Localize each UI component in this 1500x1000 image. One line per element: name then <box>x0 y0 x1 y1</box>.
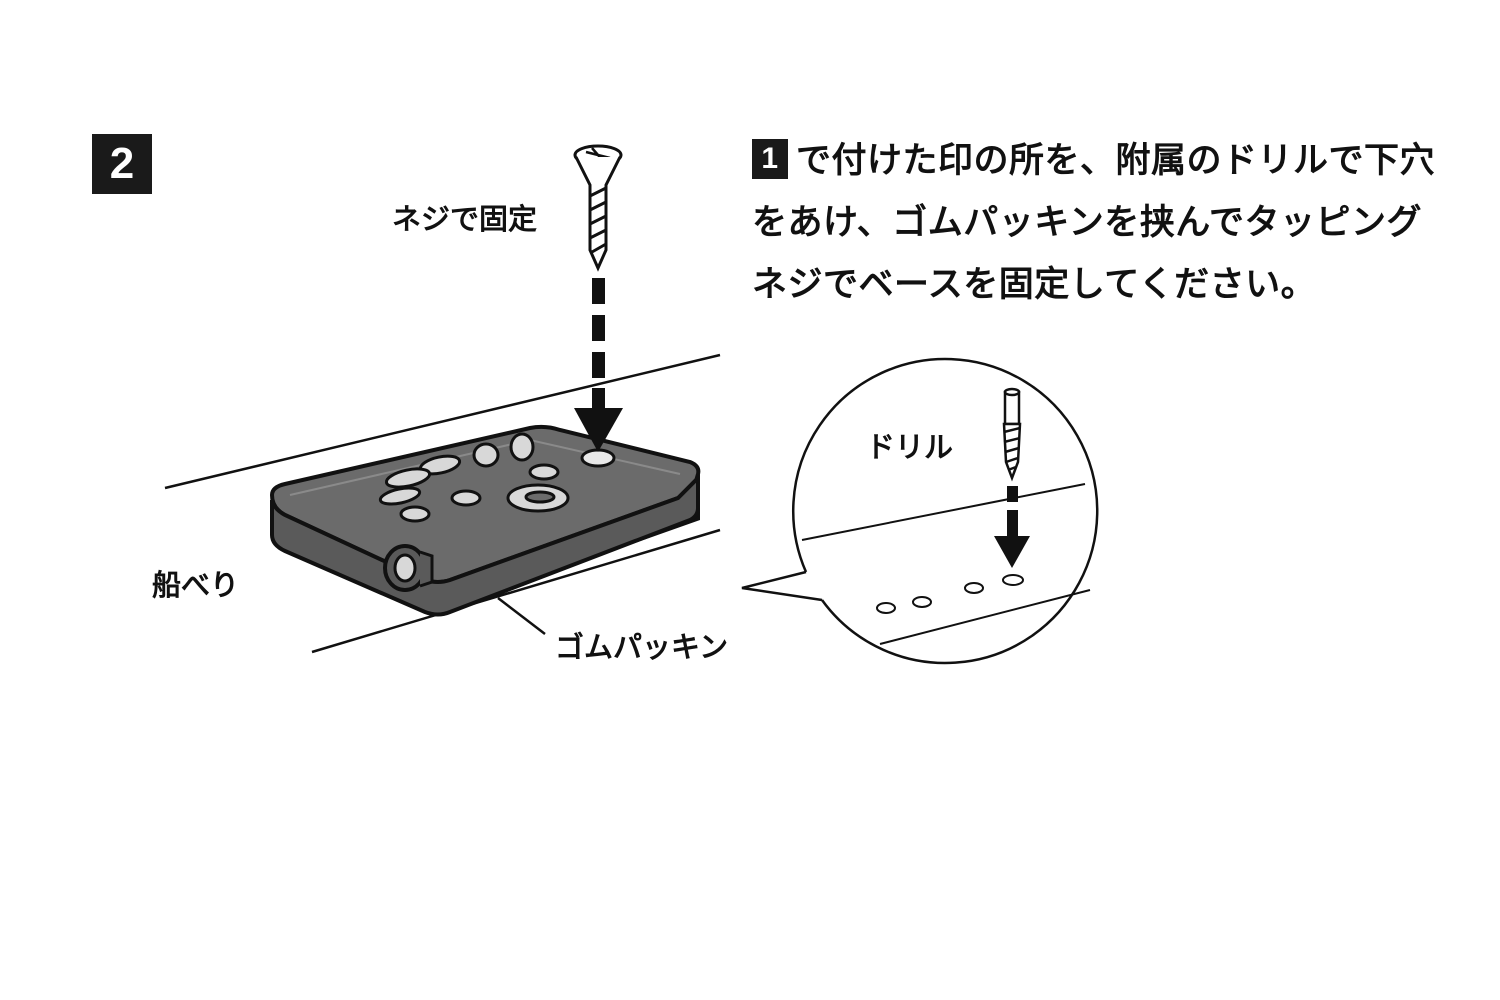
gunwale-label: 船べり <box>152 568 240 602</box>
instruction-line-1-text: で付けた印の所を、附属のドリルで下穴 <box>796 141 1436 181</box>
mount-base-plate <box>269 424 701 617</box>
side-knob <box>383 544 434 592</box>
instruction-line-3: ネジでベースを固定してください。 <box>752 265 1317 305</box>
drill-detail-callout <box>741 357 1099 665</box>
tapping-screw <box>573 144 623 272</box>
screw-insert-arrow <box>574 278 623 452</box>
drill-bit-icon <box>1002 387 1022 482</box>
instruction-line-2: をあけ、ゴムパッキンを挟んでタッピング <box>752 203 1422 243</box>
drill-arrow <box>994 486 1030 568</box>
step-reference-badge: 1 <box>752 139 788 179</box>
drill-label: ドリル <box>866 430 954 464</box>
gasket-label: ゴムパッキン <box>555 630 729 664</box>
step-number-badge: 2 <box>92 134 152 194</box>
gasket-leader-line <box>497 597 546 635</box>
screw-label: ネジで固定 <box>392 202 538 236</box>
gunwale-edge <box>164 353 721 654</box>
